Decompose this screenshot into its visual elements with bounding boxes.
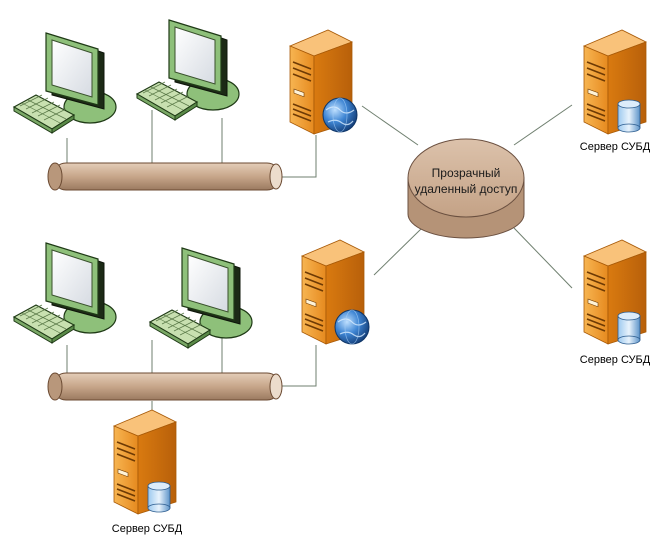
web-server-bottom (301, 239, 370, 345)
workstation-4 (149, 247, 253, 349)
monitor-icon (13, 242, 117, 344)
connection-lines (66, 104, 573, 422)
db-server-bottom-left: Сервер СУБД (112, 409, 183, 535)
db-label: Сервер СУБД (112, 523, 183, 535)
workstation-2 (136, 19, 240, 121)
monitor-icon (136, 19, 240, 121)
monitor-icon (13, 32, 117, 134)
monitor-icon (149, 247, 253, 349)
globe-icon (334, 309, 370, 345)
workstation-1 (13, 32, 117, 134)
db-server-right-top: Сервер СУБД (580, 29, 651, 153)
network-bus-bottom (47, 372, 283, 401)
workstation-3 (13, 242, 117, 344)
database-icon (617, 311, 641, 345)
hub-label-line2: удаленный доступ (415, 182, 518, 196)
remote-access-hub: Прозрачный удаленный доступ (407, 138, 525, 239)
globe-icon (322, 97, 358, 133)
db-server-right-bottom: Сервер СУБД (580, 239, 651, 366)
db-label: Сервер СУБД (580, 354, 651, 366)
db-label: Сервер СУБД (580, 141, 651, 153)
database-icon (147, 481, 171, 513)
network-bus-top (47, 162, 283, 191)
hub-label-line1: Прозрачный (432, 166, 501, 180)
database-icon (617, 99, 641, 133)
web-server-top (289, 29, 358, 135)
